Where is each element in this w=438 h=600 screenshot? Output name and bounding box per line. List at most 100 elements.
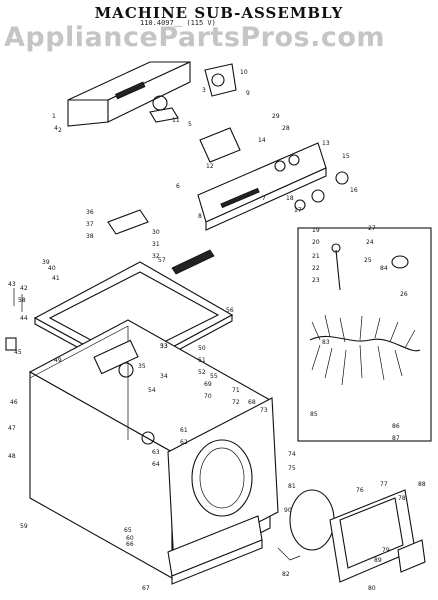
callout-16: 16 bbox=[350, 187, 358, 194]
callout-19: 19 bbox=[312, 227, 320, 234]
callout-10: 10 bbox=[240, 69, 248, 76]
callout-83: 83 bbox=[322, 339, 330, 346]
callout-12: 12 bbox=[206, 163, 214, 170]
callout-46: 46 bbox=[10, 399, 18, 406]
callout-68: 68 bbox=[248, 399, 256, 406]
callout-31: 31 bbox=[152, 241, 160, 248]
callout-50: 50 bbox=[198, 345, 206, 352]
callout-35: 35 bbox=[138, 363, 146, 370]
callout-1: 1 bbox=[52, 113, 56, 120]
callout-80: 80 bbox=[368, 585, 376, 592]
blower-assembly[interactable] bbox=[93, 339, 155, 445]
callout-71: 71 bbox=[232, 387, 240, 394]
callout-6: 6 bbox=[176, 183, 180, 190]
callout-61: 61 bbox=[180, 427, 188, 434]
callout-67: 67 bbox=[142, 585, 150, 592]
callout-75: 75 bbox=[288, 465, 296, 472]
toe-kick-panel[interactable] bbox=[167, 515, 263, 585]
callout-66: 66 bbox=[126, 541, 134, 548]
callout-18: 18 bbox=[286, 195, 294, 202]
callout-81: 81 bbox=[288, 483, 296, 490]
callout-4: 4 bbox=[54, 125, 58, 132]
side-brackets[interactable] bbox=[5, 288, 23, 351]
callout-30: 30 bbox=[152, 229, 160, 236]
callout-58: 58 bbox=[18, 297, 26, 304]
callout-29: 29 bbox=[272, 113, 280, 120]
callout-74: 74 bbox=[288, 451, 296, 458]
diagram-title: MACHINE SUB-ASSEMBLY bbox=[94, 4, 344, 22]
callout-82: 82 bbox=[282, 571, 290, 578]
callout-54: 54 bbox=[148, 387, 156, 394]
callout-47: 47 bbox=[8, 425, 16, 432]
callout-17: 17 bbox=[294, 207, 302, 214]
wiring-harness-inset bbox=[297, 227, 432, 442]
callout-11: 11 bbox=[172, 117, 180, 124]
callout-37: 37 bbox=[86, 221, 94, 228]
callout-51: 51 bbox=[198, 357, 206, 364]
callout-62: 62 bbox=[180, 439, 188, 446]
callout-24: 24 bbox=[366, 239, 374, 246]
callout-60: 60 bbox=[126, 535, 134, 542]
callout-28: 28 bbox=[282, 125, 290, 132]
callout-84: 84 bbox=[380, 265, 388, 272]
callout-53: 53 bbox=[160, 343, 168, 350]
callout-69: 69 bbox=[204, 381, 212, 388]
callout-45: 45 bbox=[14, 349, 22, 356]
callout-34: 34 bbox=[160, 373, 168, 380]
callout-78: 78 bbox=[398, 495, 406, 502]
callout-40: 40 bbox=[48, 265, 56, 272]
callout-39: 39 bbox=[42, 259, 50, 266]
callout-7: 7 bbox=[262, 195, 266, 202]
callout-63: 63 bbox=[152, 449, 160, 456]
door-assembly[interactable] bbox=[277, 489, 426, 583]
callout-5: 5 bbox=[188, 121, 192, 128]
callout-3: 3 bbox=[202, 87, 206, 94]
callout-38: 38 bbox=[86, 233, 94, 240]
callout-73: 73 bbox=[260, 407, 268, 414]
callout-79: 79 bbox=[382, 547, 390, 554]
callout-9: 9 bbox=[246, 90, 250, 97]
callout-layer: 1234567891011121314151617181920212223242… bbox=[8, 69, 426, 592]
callout-14: 14 bbox=[258, 137, 266, 144]
callout-32: 32 bbox=[152, 253, 160, 260]
watermark: AppliancePartsPros.com bbox=[4, 22, 386, 53]
callout-65: 65 bbox=[124, 527, 132, 534]
callout-41: 41 bbox=[52, 275, 60, 282]
callout-76: 76 bbox=[356, 487, 364, 494]
callout-25: 25 bbox=[364, 257, 372, 264]
callout-20: 20 bbox=[312, 239, 320, 246]
callout-49: 49 bbox=[54, 357, 62, 364]
callout-89: 89 bbox=[374, 557, 382, 564]
callout-48: 48 bbox=[8, 453, 16, 460]
callout-21: 21 bbox=[312, 253, 320, 260]
diagram-subtitle: 110.4097__ (115 V) bbox=[140, 19, 216, 27]
console-end-cap[interactable] bbox=[67, 61, 191, 127]
callout-70: 70 bbox=[204, 393, 212, 400]
callout-13: 13 bbox=[322, 140, 330, 147]
callout-88: 88 bbox=[418, 481, 426, 488]
callout-56: 56 bbox=[226, 307, 234, 314]
callout-43: 43 bbox=[8, 281, 16, 288]
callout-86: 86 bbox=[392, 423, 400, 430]
callout-36: 36 bbox=[86, 209, 94, 216]
callout-23: 23 bbox=[312, 277, 320, 284]
control-knobs[interactable] bbox=[294, 171, 349, 211]
lid-hinge-parts[interactable] bbox=[107, 209, 215, 275]
callout-42: 42 bbox=[20, 285, 28, 292]
control-panel[interactable] bbox=[197, 142, 327, 231]
callout-59: 59 bbox=[20, 523, 28, 530]
callout-72: 72 bbox=[232, 399, 240, 406]
callout-90: 90 bbox=[284, 507, 292, 514]
timer-switch-parts[interactable] bbox=[149, 63, 241, 163]
callout-2: 2 bbox=[58, 127, 62, 134]
callout-64: 64 bbox=[152, 461, 160, 468]
callout-52: 52 bbox=[198, 369, 206, 376]
callout-33: 33 bbox=[160, 343, 168, 350]
callout-26: 26 bbox=[400, 291, 408, 298]
callout-27: 27 bbox=[368, 225, 376, 232]
callout-55: 55 bbox=[210, 373, 218, 380]
callout-85: 85 bbox=[310, 411, 318, 418]
callout-15: 15 bbox=[342, 153, 350, 160]
